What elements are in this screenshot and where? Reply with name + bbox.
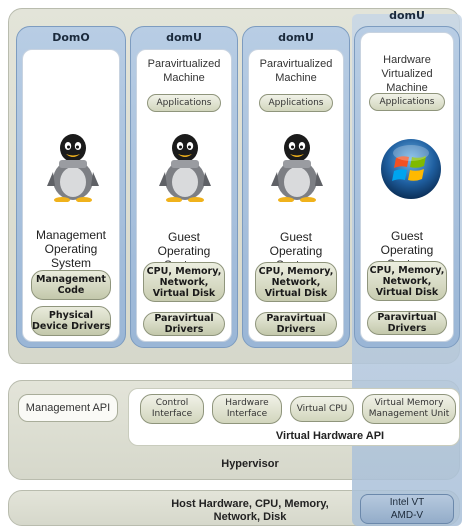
hardware-interface-box: Hardware Interface [212,394,282,424]
applications-box: Applications [369,93,445,111]
host-hardware-label: Host Hardware, CPU, Memory, Network, Dis… [171,498,329,523]
hypervisor-label: Hypervisor [221,458,279,470]
domain-header: domU [389,9,425,22]
virtual-resources-box: CPU, Memory, Network, Virtual Disk [143,262,225,302]
domain-os-label: Management Operating System [35,228,107,270]
domu-paravirtualized-1: domU Paravirtualized Machine Application… [130,26,238,348]
domain-body: Paravirtualized Machine Applications Gue… [248,49,344,342]
paravirtual-drivers-box: Paravirtual Drivers [143,312,225,336]
linux-tux-icon [269,130,325,202]
paravirtual-drivers-box: Paravirtual Drivers [255,312,337,336]
machine-type-label: Paravirtualized Machine [259,58,333,84]
linux-tux-icon [45,130,101,202]
domu-paravirtualized-2: domU Paravirtualized Machine Application… [242,26,350,348]
domain-body: Paravirtualized Machine Applications Gue… [136,49,232,342]
domain-header: domU [166,31,202,44]
applications-box: Applications [147,94,221,112]
domu-hardware-virtualized: domU Hardware Virtualized Machine Applic… [354,9,460,348]
hardware-virtualization-extensions-box: Intel VT AMD-V [360,494,454,524]
machine-type-label: Hardware Virtualized Machine [381,54,433,94]
domain-body: Management Operating System Management C… [22,49,120,342]
linux-tux-icon [157,130,213,202]
paravirtual-drivers-box: Paravirtual Drivers [367,311,447,335]
virtual-hardware-api-label: Virtual Hardware API [275,430,385,442]
management-api-box: Management API [18,394,118,422]
domain-header: domU [278,31,314,44]
dom0-domain: DomO Management Operating System Managem… [16,26,126,348]
domain-body: Hardware Virtualized Machine Application… [360,32,454,342]
virtual-resources-box: CPU, Memory, Network, Virtual Disk [255,262,337,302]
domain-header: DomO [52,31,90,44]
virtual-mmu-box: Virtual Memory Management Unit [362,394,456,424]
control-interface-box: Control Interface [140,394,204,424]
management-code-box: Management Code [31,270,111,300]
physical-device-drivers-box: Physical Device Drivers [31,306,111,336]
applications-box: Applications [259,94,333,112]
virtual-resources-box: CPU, Memory, Network, Virtual Disk [367,261,447,301]
virtual-cpu-box: Virtual CPU [290,396,354,422]
machine-type-label: Paravirtualized Machine [147,58,221,84]
windows-logo-icon [379,137,443,201]
